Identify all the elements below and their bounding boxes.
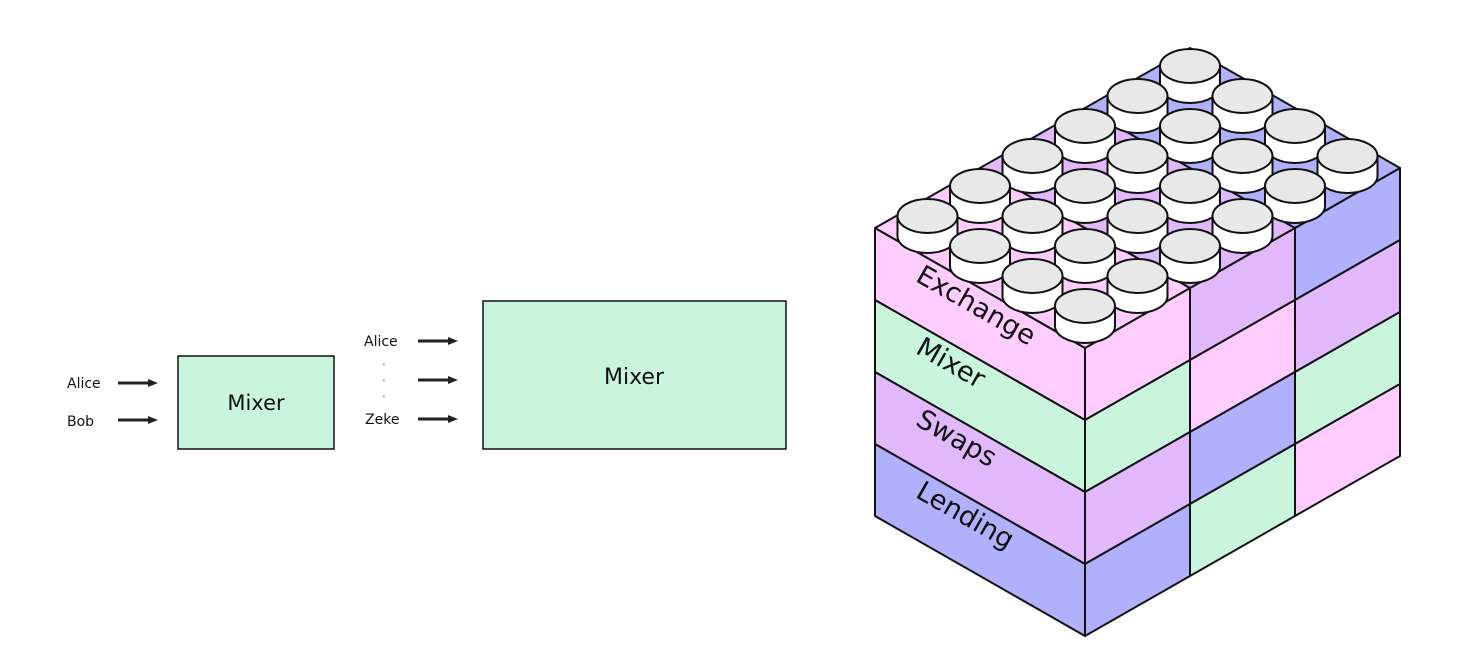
stack-right-face: [1084, 167, 1401, 637]
stud-icon: [1264, 168, 1326, 224]
stud-icon: [1211, 198, 1274, 254]
large-mixer-input-1: Alice: [364, 334, 398, 350]
stud-icon: [1001, 138, 1064, 194]
stud-icon: [1159, 228, 1221, 284]
stud-icon: [896, 198, 959, 254]
stud-icon: [1159, 48, 1221, 104]
large-mixer-ellipsis: ·: [382, 376, 385, 387]
lego-stack: Exchange Mixer Swaps Lending: [874, 47, 1401, 637]
stud-icon: [1106, 198, 1169, 254]
stud-icon: [1054, 288, 1116, 344]
stud-icon: [1264, 108, 1326, 164]
large-mixer-ellipsis: ·: [382, 392, 385, 403]
small-mixer-label: Mixer: [227, 391, 285, 415]
small-mixer-diagram: Alice Bob Mixer: [67, 355, 335, 450]
stud-icon: [1054, 168, 1116, 224]
stack-studs: [896, 48, 1379, 344]
stud-icon: [1211, 138, 1274, 194]
stud-icon: [1054, 108, 1116, 164]
large-mixer-label: Mixer: [604, 365, 665, 390]
stud-icon: [1316, 138, 1379, 194]
stud-icon: [1106, 78, 1169, 134]
small-mixer-input-2: Bob: [67, 414, 94, 430]
stud-icon: [1159, 168, 1221, 224]
large-mixer-ellipsis: ·: [382, 360, 385, 371]
large-mixer-input-3: Zeke: [365, 412, 399, 428]
right-face-cell: [1294, 383, 1401, 517]
stud-icon: [1001, 198, 1064, 254]
stud-icon: [1054, 228, 1116, 284]
stud-icon: [949, 168, 1011, 224]
stud-icon: [1106, 258, 1169, 314]
stud-icon: [1106, 138, 1169, 194]
stud-icon: [1001, 258, 1064, 314]
large-mixer-diagram: Alice · · · Zeke Mixer: [364, 300, 787, 450]
large-mixer-box: [482, 300, 787, 450]
small-mixer-box: [177, 355, 335, 450]
stud-icon: [949, 228, 1011, 284]
stud-icon: [1159, 108, 1221, 164]
small-mixer-input-1: Alice: [67, 376, 101, 392]
stud-icon: [1211, 78, 1274, 134]
